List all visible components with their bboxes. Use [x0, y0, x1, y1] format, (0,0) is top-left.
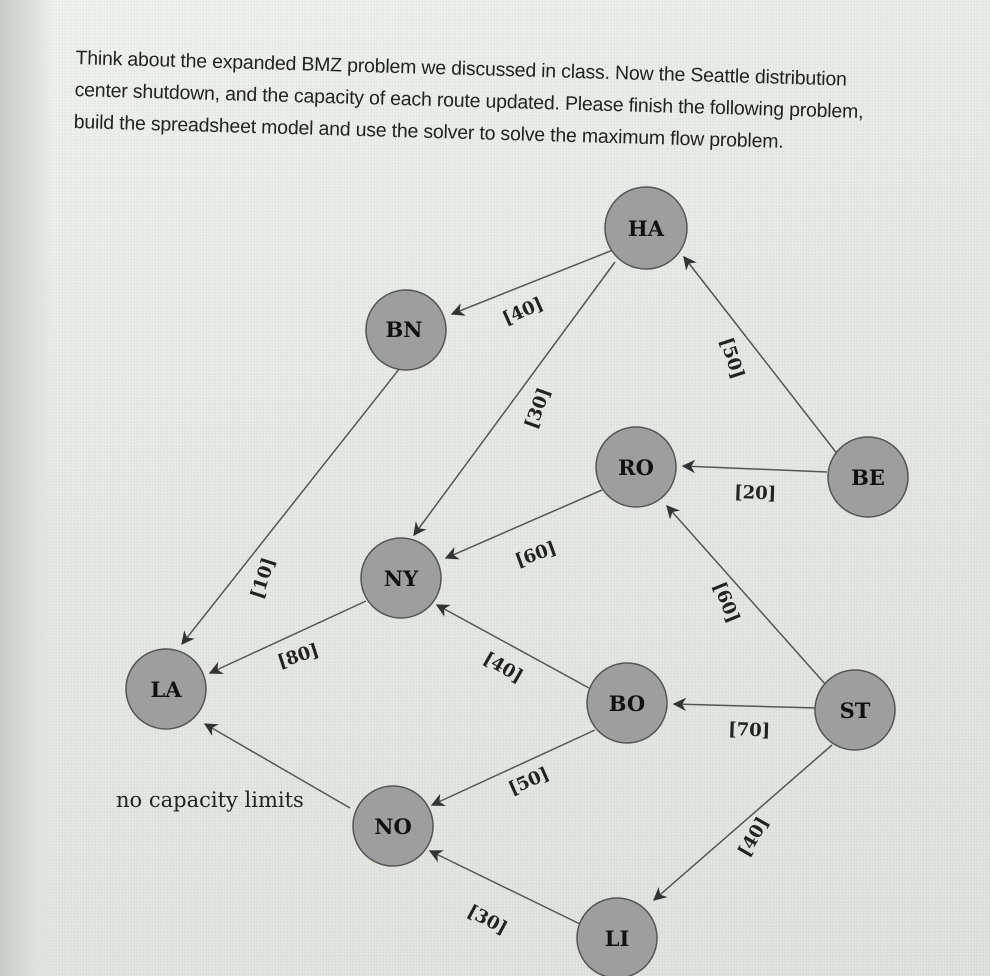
edge-st-li	[652, 744, 833, 901]
node-li: LI	[576, 897, 658, 976]
edge-ny-la	[208, 600, 367, 675]
edge-st-bo	[672, 697, 819, 712]
edge-no-la	[203, 723, 351, 809]
node-bo: BO	[586, 662, 668, 744]
cap-be-ro: [20]	[734, 482, 777, 504]
edge-st-ro	[666, 504, 827, 686]
edge-bn-la	[181, 367, 401, 646]
edge-ha-ny	[413, 261, 616, 537]
node-ha: HA	[604, 186, 688, 270]
screen-edge-shadow	[0, 0, 52, 976]
node-be: BE	[827, 436, 909, 518]
cap-st-li: [40]	[734, 814, 773, 861]
node-bn-label: BN	[386, 317, 423, 342]
node-la: LA	[125, 648, 207, 730]
edge-ro-ny	[444, 489, 603, 560]
node-st: ST	[814, 669, 896, 751]
edge-ha-bn	[450, 247, 619, 316]
node-bn: BN	[365, 289, 447, 371]
cap-ha-ny: [30]	[521, 385, 555, 432]
node-ha-label: HA	[628, 216, 665, 241]
node-ny: NY	[360, 537, 442, 619]
node-no: NO	[352, 785, 434, 867]
edge-be-ha	[683, 255, 843, 461]
edge-bo-no	[430, 729, 596, 807]
node-bo-label: BO	[609, 691, 645, 716]
cap-be-ha: [50]	[715, 335, 748, 382]
cap-ro-ny: [60]	[513, 538, 560, 572]
node-no-label: NO	[374, 814, 412, 839]
node-ro: RO	[595, 426, 677, 508]
no-capacity-note: no capacity limits	[116, 788, 304, 812]
cap-ny-la: [80]	[275, 640, 322, 673]
node-ny-label: NY	[384, 566, 419, 591]
node-li-label: LI	[605, 926, 630, 951]
edge-be-ro	[681, 459, 828, 474]
cap-bn-la: [10]	[247, 555, 280, 602]
cap-bo-ny: [40]	[480, 648, 527, 687]
node-ro-label: RO	[618, 455, 654, 480]
node-la-label: LA	[150, 677, 182, 702]
cap-li-no: [30]	[464, 901, 511, 939]
node-be-label: BE	[851, 465, 885, 490]
node-st-label: ST	[840, 698, 871, 723]
cap-ha-bn: [40]	[499, 293, 546, 329]
edge-bo-ny	[435, 604, 590, 689]
cap-st-bo: [70]	[728, 719, 771, 741]
edge-li-no	[428, 850, 581, 925]
